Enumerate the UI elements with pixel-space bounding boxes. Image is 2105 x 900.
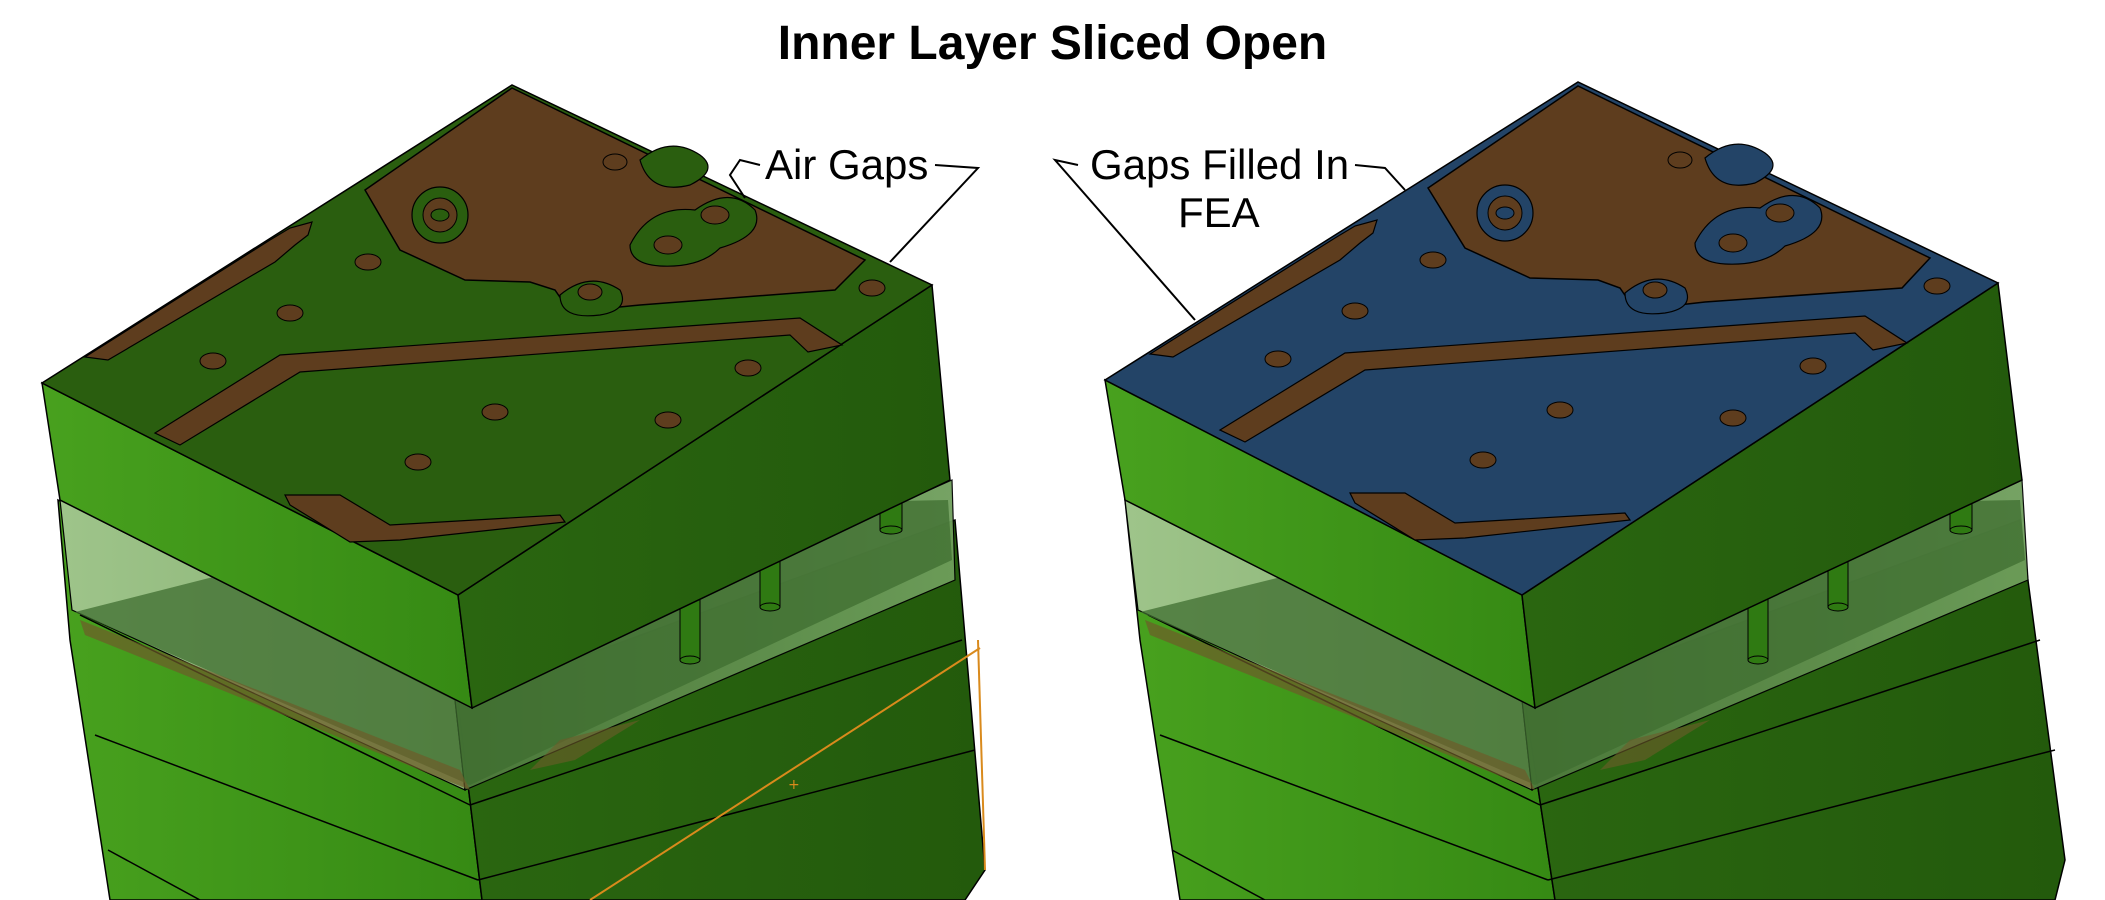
left-top-pad: [481, 403, 509, 421]
left-pad-gap: [639, 145, 709, 188]
left-top-pad: [354, 253, 382, 271]
air-gaps-leader-right: [889, 164, 981, 263]
left-top-pad: [404, 453, 432, 471]
via-cap: [679, 655, 701, 665]
right-top-pad: [1264, 350, 1292, 368]
left-pad: [700, 205, 730, 225]
left-top-pad: [199, 352, 227, 370]
via-cap: [1949, 525, 1973, 535]
left-layer-line: [469, 639, 963, 806]
gaps-filled-leader-right: [1354, 164, 1406, 191]
leader-lines: [728, 158, 1406, 321]
right-trace: [1148, 219, 1378, 358]
left-pad: [653, 235, 683, 255]
figure-title: Inner Layer Sliced Open: [777, 17, 1328, 70]
right-pad: [1718, 233, 1748, 253]
right-top-pad: [1469, 451, 1497, 469]
right-layer-line: [1159, 734, 1549, 881]
left-buried-trace: [80, 620, 470, 790]
right-top-pad: [1341, 302, 1369, 320]
right-layer-line: [1539, 639, 2041, 806]
via-cap: [879, 525, 903, 535]
gaps-filled-label: Gaps Filled In: [1090, 141, 1350, 188]
right-pad-filled: [1704, 143, 1774, 186]
via-cap: [1827, 602, 1849, 612]
via-cap: [759, 602, 781, 612]
right-pcb-block: [1103, 81, 2066, 900]
left-top-pad: [276, 304, 304, 322]
origin-marker: +: [788, 777, 800, 793]
right-pad: [1667, 151, 1693, 169]
right-top-pad: [1923, 277, 1951, 295]
right-layer-line: [1171, 849, 1266, 900]
left-pcb-block: +: [40, 84, 986, 900]
left-pad: [602, 153, 628, 171]
left-layer-line: [107, 849, 201, 900]
right-top-pad: [1546, 401, 1574, 419]
highlight-edge: [977, 639, 986, 871]
left-pad: [577, 283, 603, 301]
right-pad: [1642, 281, 1668, 299]
air-gaps-label: Air Gaps: [765, 141, 929, 188]
right-buried-trace: [1145, 620, 1535, 790]
via-cap: [1747, 655, 1769, 665]
left-top-pad: [654, 411, 682, 429]
air-gaps-leader-left: [728, 158, 761, 199]
left-pad-hole: [430, 208, 450, 222]
left-buried-trace: [530, 720, 640, 770]
gaps-filled-leader-left: [1052, 158, 1196, 321]
left-top-pad: [734, 359, 762, 377]
right-layer-line: [1547, 749, 2056, 881]
left-trace: [153, 317, 844, 446]
right-top-pad: [1419, 251, 1447, 269]
right-top-pad: [1799, 357, 1827, 375]
right-pad: [1765, 203, 1795, 223]
left-trace: [284, 494, 567, 543]
right-buried-trace: [1600, 720, 1710, 770]
right-trace: [1218, 315, 1909, 443]
fea-label: FEA: [1178, 189, 1260, 236]
right-trace: [1349, 492, 1632, 541]
left-layer-line: [477, 749, 976, 881]
highlight-edge: [589, 647, 981, 900]
left-top-pad: [858, 279, 886, 297]
right-top-pad: [1719, 409, 1747, 427]
left-layer-line: [94, 734, 479, 881]
left-trace: [83, 221, 313, 361]
right-pad-hole: [1495, 206, 1515, 220]
